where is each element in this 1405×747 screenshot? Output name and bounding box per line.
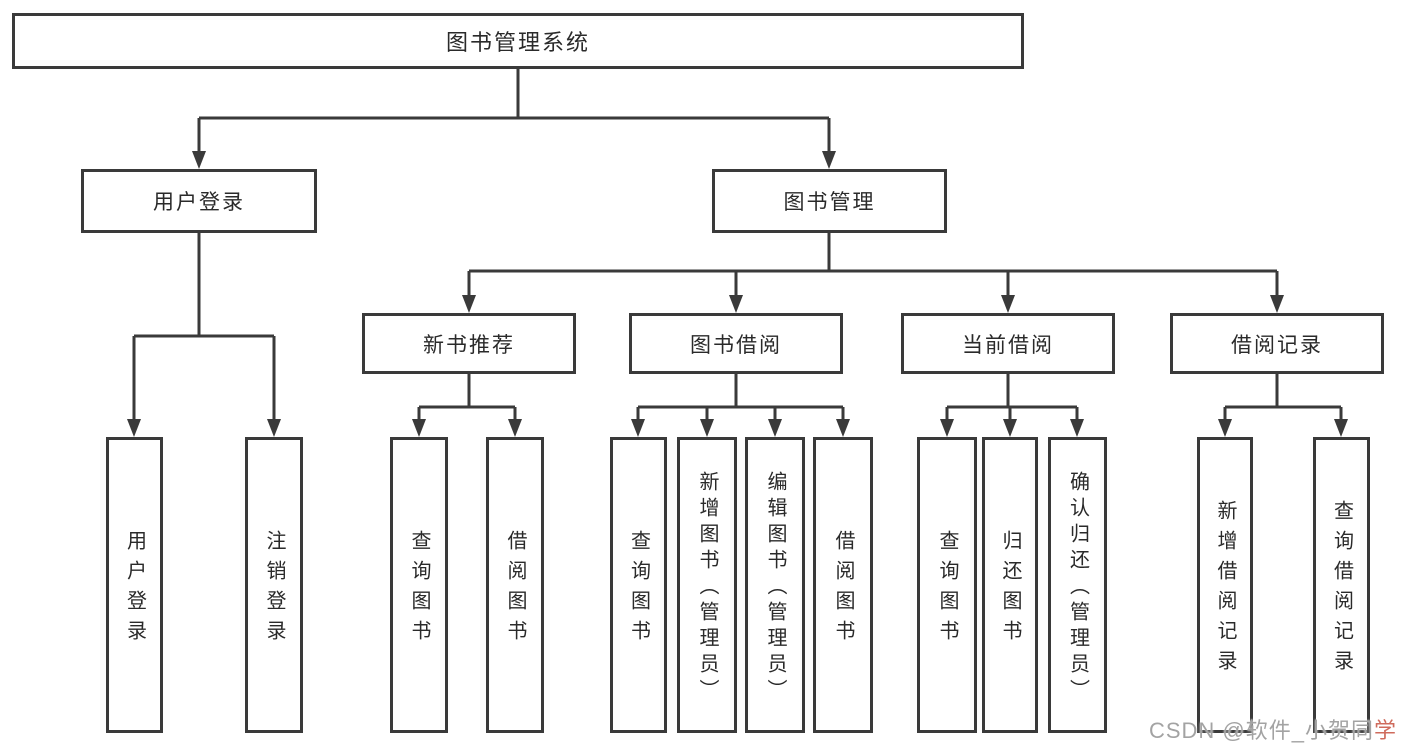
leaf-label: 注销登录 bbox=[263, 530, 285, 650]
node-book-borrow: 图书借阅 bbox=[629, 313, 843, 374]
leaf-query-books: 查询图书 bbox=[917, 437, 977, 733]
leaf-label: 借阅图书 bbox=[832, 530, 854, 650]
node-label: 图书管理系统 bbox=[445, 30, 590, 55]
leaf-return-books: 归还图书 bbox=[982, 437, 1038, 733]
node-borrow-records: 借阅记录 bbox=[1170, 313, 1384, 374]
leaf-logout: 注销登录 bbox=[245, 437, 303, 733]
leaf-edit-books-admin: 编辑图书（管理员） bbox=[745, 437, 805, 733]
leaf-query-borrow-record: 查询借阅记录 bbox=[1313, 437, 1370, 733]
leaf-label: 查询图书 bbox=[627, 530, 650, 650]
leaf-label: 查询图书 bbox=[408, 530, 430, 650]
leaf-query-books: 查询图书 bbox=[390, 437, 448, 733]
leaf-add-borrow-record: 新增借阅记录 bbox=[1197, 437, 1253, 733]
leaf-add-books-admin: 新增图书（管理员） bbox=[677, 437, 737, 733]
leaf-label: 编辑图书（管理员） bbox=[764, 471, 786, 705]
node-label: 新书推荐 bbox=[423, 333, 515, 357]
node-book-management: 图书管理 bbox=[712, 169, 947, 233]
leaf-query-books: 查询图书 bbox=[610, 437, 667, 733]
watermark-accent-text: 学 bbox=[1373, 718, 1397, 743]
node-label: 用户登录 bbox=[153, 191, 245, 214]
node-current-borrow: 当前借阅 bbox=[901, 313, 1115, 374]
leaf-label: 新增图书（管理员） bbox=[696, 471, 718, 705]
node-label: 借阅记录 bbox=[1231, 333, 1323, 357]
watermark-text: CSDN @软件_小贺同 bbox=[1148, 718, 1374, 743]
leaf-label: 归还图书 bbox=[999, 530, 1021, 650]
csdn-watermark: CSDN @软件_小贺同学 bbox=[1149, 713, 1397, 745]
leaf-label: 确认归还（管理员） bbox=[1066, 471, 1089, 705]
node-label: 当前借阅 bbox=[962, 333, 1054, 357]
leaf-label: 新增借阅记录 bbox=[1214, 500, 1236, 680]
leaf-borrow-books: 借阅图书 bbox=[486, 437, 544, 733]
leaf-label: 借阅图书 bbox=[504, 530, 526, 650]
leaf-user-login: 用户登录 bbox=[106, 437, 163, 733]
leaf-label: 查询借阅记录 bbox=[1330, 500, 1353, 680]
leaf-label: 用户登录 bbox=[123, 530, 146, 650]
leaf-borrow-books: 借阅图书 bbox=[813, 437, 873, 733]
leaf-confirm-return-admin: 确认归还（管理员） bbox=[1048, 437, 1107, 733]
node-new-book-recommend: 新书推荐 bbox=[362, 313, 576, 374]
leaf-label: 查询图书 bbox=[936, 530, 958, 650]
node-user-login: 用户登录 bbox=[81, 169, 317, 233]
node-library-management-system: 图书管理系统 bbox=[12, 13, 1024, 69]
node-label: 图书借阅 bbox=[690, 333, 782, 357]
node-label: 图书管理 bbox=[783, 191, 876, 214]
